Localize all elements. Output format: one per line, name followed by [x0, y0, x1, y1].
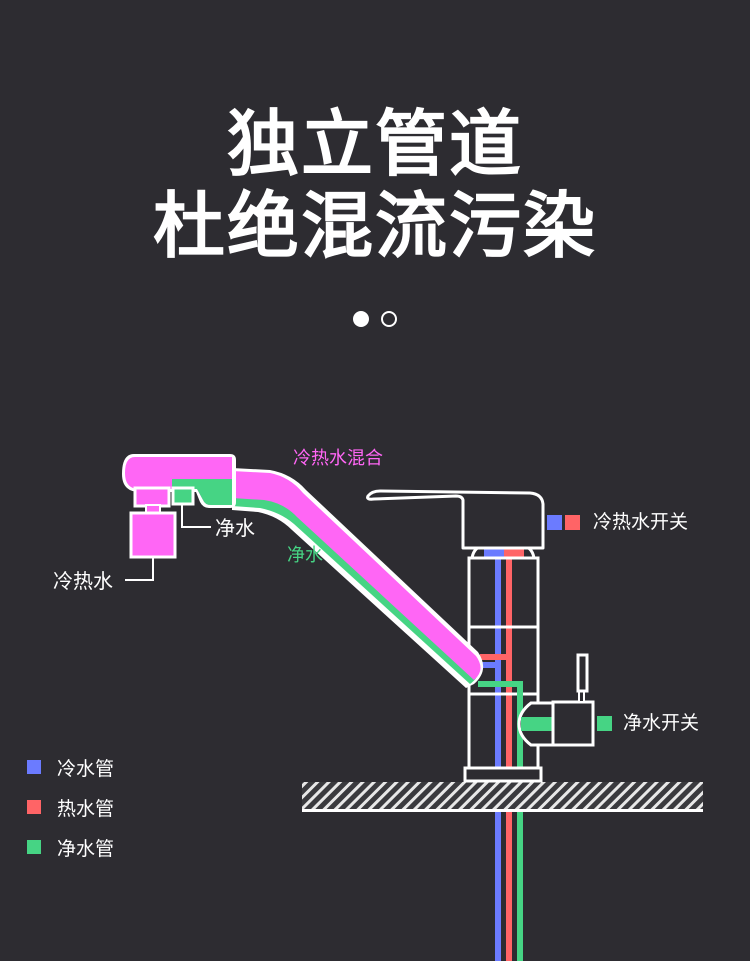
- cold-swatch: [547, 515, 562, 530]
- faucet-base: [463, 766, 543, 783]
- legend-item-pure: 净水管: [27, 827, 114, 867]
- pagination-dot-2[interactable]: [381, 311, 397, 327]
- legend-swatch-pure: [27, 840, 41, 854]
- aerator-head: [122, 454, 236, 559]
- legend-label: 冷水管: [57, 757, 115, 780]
- countertop-edge: [302, 809, 703, 812]
- hot-pipe-under: [506, 812, 512, 961]
- label-mixed-water: 冷热水混合: [293, 448, 383, 469]
- legend-item-hot: 热水管: [27, 787, 114, 827]
- legend: 冷水管 热水管 净水管: [27, 747, 114, 867]
- legend-label: 净水管: [57, 837, 115, 860]
- label-hot-cold-outlet: 冷热水: [53, 569, 113, 593]
- pure-water-switch: [517, 653, 595, 747]
- label-pure-water-spout: 净水: [287, 545, 323, 566]
- label-hot-cold-switch: 冷热水开关: [593, 511, 689, 533]
- pagination-dot-1[interactable]: [353, 311, 369, 327]
- spout: [232, 468, 484, 688]
- legend-label: 热水管: [57, 797, 115, 820]
- headline-line-2: 杜绝混流污染: [152, 184, 597, 268]
- pure-swatch: [597, 716, 612, 731]
- legend-swatch-hot: [27, 800, 41, 814]
- pure-pipe-under: [517, 812, 523, 961]
- legend-item-cold: 冷水管: [27, 747, 114, 787]
- callout-hot-cold-outlet: [125, 558, 154, 581]
- cold-pipe-under: [495, 812, 501, 961]
- under-counter-pipes: [495, 812, 523, 961]
- legend-swatch-cold: [27, 760, 41, 774]
- hot-swatch: [565, 515, 580, 530]
- countertop: [302, 782, 703, 810]
- headline-line-1: 独立管道: [226, 102, 523, 186]
- column-upper: [467, 556, 540, 629]
- label-pure-water-outlet: 净水: [215, 516, 255, 540]
- pagination-dots: [0, 311, 750, 327]
- callout-pure-outlet: [181, 505, 211, 528]
- label-pure-switch: 净水开关: [623, 712, 700, 734]
- hot-cold-lever: [366, 489, 545, 550]
- hot-pipe: [506, 550, 512, 782]
